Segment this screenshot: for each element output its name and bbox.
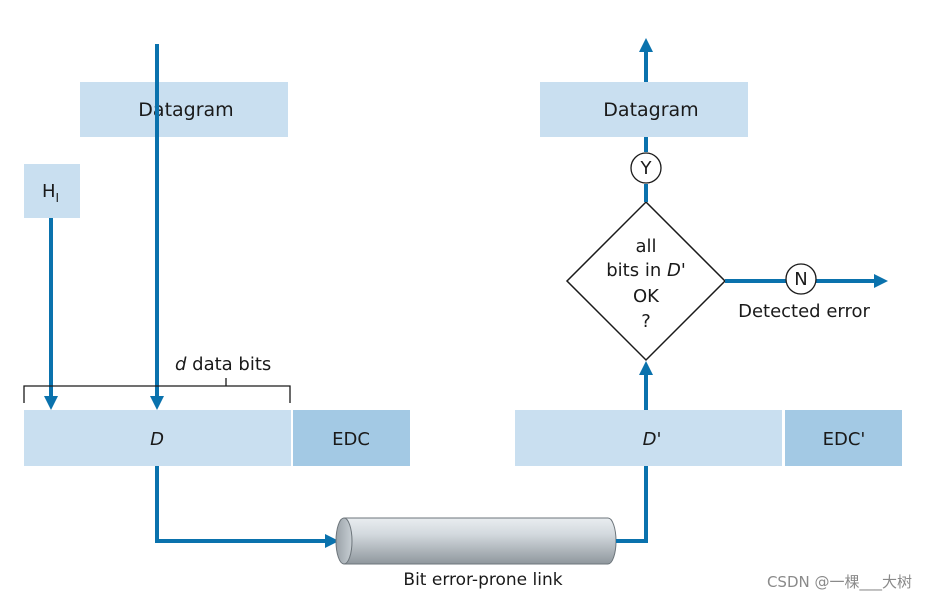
yes-label-circle [630,152,662,184]
receiver-output-arrowhead [639,38,653,52]
link-to-receiver-path [616,466,648,543]
no-branch-arrowhead [874,274,888,288]
receiver-datagram-box [540,82,748,137]
data-bits-bracket [23,378,291,403]
watermark: CSDN @一棵___大树 [767,573,912,592]
yes-label: Y [640,158,653,179]
data-bits-label: d data bits [175,354,271,375]
header-box [24,164,80,218]
decision-line-2-var: D' [667,260,686,281]
header-letter: H [42,181,56,202]
no-label-circle [785,263,817,295]
receiver-to-check-arrowhead [639,361,653,375]
header-subscript: I [56,191,60,205]
cylinder-cable-icon [335,517,617,565]
decision-line-1: all [635,236,656,257]
receiver-edc-label: EDC' [823,429,866,450]
sender-data-field [24,410,291,466]
header-label: HI [42,181,59,205]
data-bits-text: data bits [186,354,271,375]
receiver-data-field [515,410,782,466]
receiver-edc-field [785,410,902,466]
decision-line-2-prefix: bits in [606,260,667,281]
sender-to-link-arrowhead [325,534,339,548]
sender-to-link-path [155,466,325,543]
receiver-data-field-label: D' [643,429,662,450]
error-check-diamond [565,200,727,362]
data-bits-var: d [175,354,187,375]
detected-error-label: Detected error [738,301,870,322]
link-label: Bit error-prone link [403,570,562,590]
decision-line-3: OK [633,286,660,307]
header-arrowhead [44,396,58,410]
decision-line-2: bits in D' [606,260,686,281]
no-label: N [794,269,807,290]
sender-datagram-label: Datagram [138,99,233,121]
sender-edc-field [293,410,410,466]
receiver-datagram-label: Datagram [603,99,698,121]
sender-datagram-arrowhead [150,396,164,410]
sender-datagram-box [80,82,288,137]
sender-edc-label: EDC [332,429,370,450]
decision-line-4: ? [641,311,651,332]
sender-data-field-label: D [150,429,164,450]
